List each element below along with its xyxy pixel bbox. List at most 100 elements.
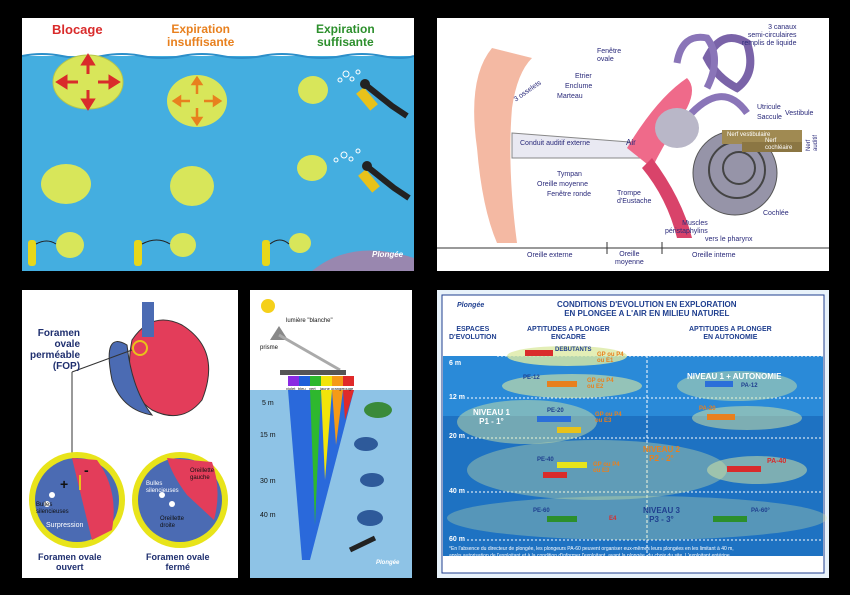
logo-plongee: Plongée <box>372 250 404 259</box>
panel-conditions-table: CONDITIONS D'EVOLUTION EN EXPLORATION EN… <box>437 290 829 578</box>
label-oreille-interne: Oreille interne <box>692 252 736 259</box>
spectrum-bands <box>288 376 354 386</box>
label-pa60: PA-60° <box>751 508 770 514</box>
tank-icon <box>28 240 36 266</box>
label-nerf-cochleaire: Nerf cochléaire <box>765 138 793 151</box>
lung-balloon <box>56 232 84 258</box>
label-pharynx: vers le pharynx <box>705 236 753 243</box>
depth-15m: 15 m <box>260 432 276 439</box>
sign-minus: - <box>84 462 89 478</box>
ear-illustration <box>437 18 829 271</box>
label-oreillette-gauche: Oreillette gauche <box>190 468 215 481</box>
label-lumiere-blanche: lumière "blanche" <box>286 318 333 324</box>
col-header-espaces: ESPACES D'EVOLUTION <box>449 326 497 341</box>
diver-icon <box>358 161 411 201</box>
label-niveau3: NIVEAU 3 P3 - 3° <box>643 506 680 524</box>
label-marteau: Marteau <box>557 93 583 100</box>
label-tympan: Tympan <box>557 171 582 178</box>
depth-12m: 12 m <box>449 394 465 401</box>
depth-40m: 40 m <box>449 488 465 495</box>
label-oreillette-droite: Oreillette droite <box>160 516 185 529</box>
label-pa20: PA-20 <box>699 406 716 412</box>
label-conduit-auditif: Conduit auditif externe <box>520 140 591 147</box>
label-canaux: 3 canaux semi-circulaires remplis de liq… <box>742 24 797 47</box>
logo-plongee: Plongée <box>376 560 400 566</box>
label-orange: orange <box>331 386 344 391</box>
table-title: CONDITIONS D'EVOLUTION EN EXPLORATION EN… <box>557 300 737 318</box>
label-nerf-vestibulaire: Nerf vestibulaire <box>727 132 771 138</box>
lung-balloon <box>170 233 196 257</box>
lung-balloon <box>289 233 311 253</box>
label-pa40: PA-40 <box>767 458 787 465</box>
label-surpression: Surpression <box>46 522 84 529</box>
label-violet: violet <box>286 386 296 391</box>
depth-5m: 5 m <box>262 400 274 407</box>
label-air: Air <box>626 138 636 147</box>
label-rouge: rouge <box>343 386 354 391</box>
col-header-autonomie: APTITUDES A PLONGER EN AUTONOMIE <box>689 326 772 341</box>
label-pa12: PA-12 <box>741 383 758 389</box>
header-expiration-insuffisante: Expiration insuffisante <box>167 22 235 49</box>
label-pe60: PE-60 <box>533 508 550 514</box>
label-vestibule: Vestibule <box>785 110 814 117</box>
label-gp-e3a: GP ou P4 ou E3 <box>595 412 622 424</box>
header-expiration-suffisante: Expiration suffisante <box>316 22 375 49</box>
sign-plus: + <box>60 476 69 492</box>
panel-heart-fop: Foramen ovale perméable (FOP) - + Bulles… <box>22 290 238 578</box>
footnote: °En l'absence du directeur de plongée, l… <box>449 546 734 566</box>
label-pe12: PE-12 <box>523 375 540 381</box>
heart-illustration <box>22 290 238 578</box>
label-enclume: Enclume <box>565 83 593 90</box>
label-niveau1: NIVEAU 1 P1 - 1° <box>473 408 510 426</box>
label-gp-e3b: GP ou P4 ou E3 <box>593 462 620 474</box>
caption-foramen-ferme: Foramen ovale fermé <box>146 552 210 572</box>
panel-ear-anatomy: 3 osselets 3 canaux semi-circulaires rem… <box>437 18 829 271</box>
label-nerf-auditif: Nerf auditif <box>806 134 820 152</box>
lung-balloon <box>170 166 214 206</box>
label-bulles-right: Bulles silencieuses <box>146 481 179 494</box>
label-muscles: Muscles péristaphylins <box>665 220 708 235</box>
label-utricule: Utricule <box>757 104 781 111</box>
label-gp-e2: GP ou P4 ou E2 <box>587 378 614 390</box>
label-cochlee: Cochlée <box>763 210 789 217</box>
col-header-encadre: APTITUDES A PLONGER ENCADRE <box>527 326 610 341</box>
label-bulles-left: Bulles silencieuses <box>36 502 69 515</box>
label-niveau1-autonomie: NIVEAU 1 + AUTONOMIE <box>687 372 782 381</box>
logo-plongee: Plongée <box>457 302 485 309</box>
label-vert: vert <box>309 386 316 391</box>
title-fop: Foramen ovale perméable (FOP) <box>30 328 81 372</box>
sun-icon <box>261 299 275 313</box>
light-illustration <box>250 290 412 578</box>
diver-icon <box>356 79 409 119</box>
label-e4: E4 <box>609 516 617 522</box>
label-fenetre-ovale: Fenêtre ovale <box>597 48 622 63</box>
label-fenetre-ronde: Fenêtre ronde <box>547 191 591 198</box>
label-jaune: jaune <box>320 386 330 391</box>
lung-balloon <box>41 164 91 204</box>
lung-balloon <box>298 76 328 104</box>
lung-illustration <box>22 18 414 271</box>
label-oreille-externe: Oreille externe <box>527 252 573 259</box>
label-bleu: bleu <box>298 386 306 391</box>
label-pe40: PE-40 <box>537 457 554 463</box>
depth-6m: 6 m <box>449 360 462 367</box>
panel-light-absorption: lumière "blanche" prisme violet bleu ver… <box>250 290 412 578</box>
depth-40m: 40 m <box>260 512 276 519</box>
diver-groups <box>525 350 761 522</box>
label-niveau2: NIVEAU 2 P2 - 2° <box>643 445 680 463</box>
label-etrier: Etrier <box>575 73 592 80</box>
tank-icon <box>262 240 270 266</box>
outer-ear <box>474 48 532 243</box>
lung-balloon <box>167 75 227 127</box>
panel-lung-expiration: Blocage Expiration insuffisante Expirati… <box>22 18 414 271</box>
depth-30m: 30 m <box>260 478 276 485</box>
label-saccule: Saccule <box>757 114 782 121</box>
label-prisme: prisme <box>260 345 279 351</box>
depth-20m: 20 m <box>449 433 465 440</box>
header-blocage: Blocage <box>52 22 103 37</box>
label-pe20: PE-20 <box>547 408 564 414</box>
caption-foramen-ouvert: Foramen ovale ouvert <box>38 552 102 572</box>
lung-balloon <box>297 155 327 181</box>
tank-icon <box>134 240 142 266</box>
conditions-chart <box>441 294 827 574</box>
